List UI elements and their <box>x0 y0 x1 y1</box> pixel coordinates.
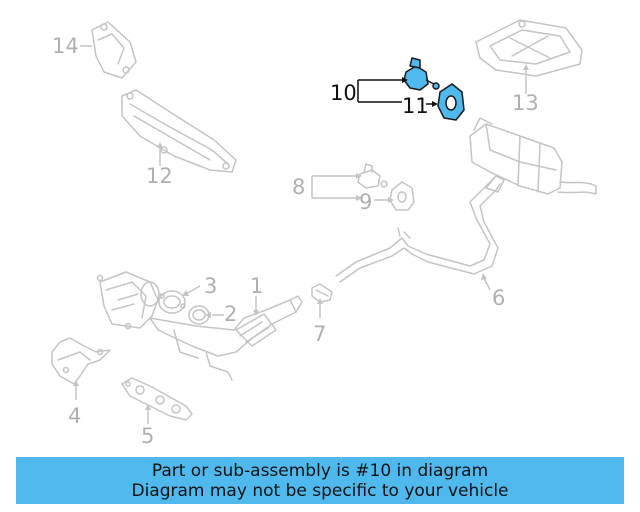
callout-14: 14 <box>52 34 79 58</box>
info-banner: Part or sub-assembly is #10 in diagram D… <box>16 457 624 504</box>
hanger-bracket-part-8 <box>357 163 388 189</box>
callout-12: 12 <box>146 164 173 188</box>
callout-4: 4 <box>68 404 82 428</box>
heat-shield-part-14 <box>91 21 137 79</box>
heat-shield-part-13 <box>475 19 583 77</box>
exhaust-pipe-part-6 <box>335 175 505 283</box>
catalytic-converter-assembly <box>96 271 160 330</box>
leader-8 <box>311 175 356 199</box>
callout-8: 8 <box>292 175 306 199</box>
callout-6: 6 <box>492 286 506 310</box>
rear-muffler <box>469 117 597 195</box>
isolator-part-9 <box>389 181 415 211</box>
callout-3: 3 <box>204 274 218 298</box>
leader-3 <box>185 285 201 295</box>
banner-line-1: Part or sub-assembly is #10 in diagram <box>151 461 489 481</box>
isolator-part-11 <box>437 83 465 121</box>
hanger-part-10 <box>403 57 440 91</box>
clamp-part-7 <box>311 283 333 303</box>
exhaust-system-diagram <box>51 19 597 424</box>
leader-6 <box>483 277 491 291</box>
callout-10: 10 <box>330 81 357 105</box>
callout-1: 1 <box>250 274 264 298</box>
callout-9: 9 <box>359 190 373 214</box>
leader-10 <box>357 79 402 103</box>
manifold-gasket-part-5 <box>121 377 193 421</box>
callout-5: 5 <box>141 424 155 448</box>
front-pipe-part-1 <box>149 295 303 381</box>
banner-line-2: Diagram may not be specific to your vehi… <box>131 481 509 501</box>
callout-13: 13 <box>512 91 539 115</box>
heat-shield-part-12 <box>121 89 237 173</box>
callout-11: 11 <box>402 94 429 118</box>
bracket-part-4 <box>51 337 111 385</box>
flange-gasket-part-3 <box>158 290 186 314</box>
callout-7: 7 <box>313 322 327 346</box>
callout-2: 2 <box>224 302 238 326</box>
